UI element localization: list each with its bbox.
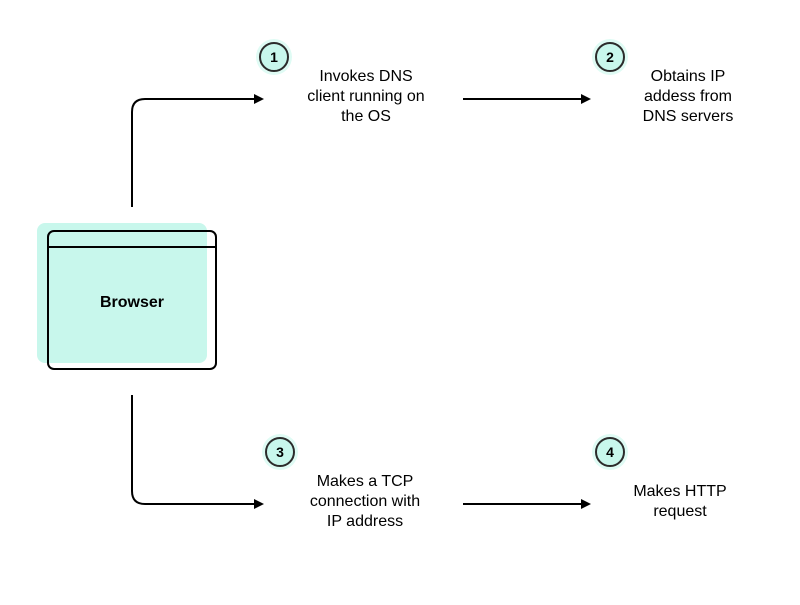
step-1-text: Invokes DNS client running on the OS xyxy=(307,68,425,125)
connector-browser-to-step-3 xyxy=(131,395,264,509)
connector-browser-to-step-1 xyxy=(131,94,264,207)
step-1-number-badge: 1 xyxy=(259,42,289,72)
step-4-text: Makes HTTP request xyxy=(633,483,727,520)
step-3-number-badge: 3 xyxy=(265,437,295,467)
step-3-text: Makes a TCP connection with IP address xyxy=(309,473,421,530)
browser-window-icon xyxy=(47,230,217,370)
browser-titlebar xyxy=(49,232,215,248)
step-4-number-badge: 4 xyxy=(595,437,625,467)
step-2-number-badge: 2 xyxy=(595,42,625,72)
step-2-text: Obtains IP addess from DNS servers xyxy=(642,68,734,125)
browser-label: Browser xyxy=(99,294,165,311)
